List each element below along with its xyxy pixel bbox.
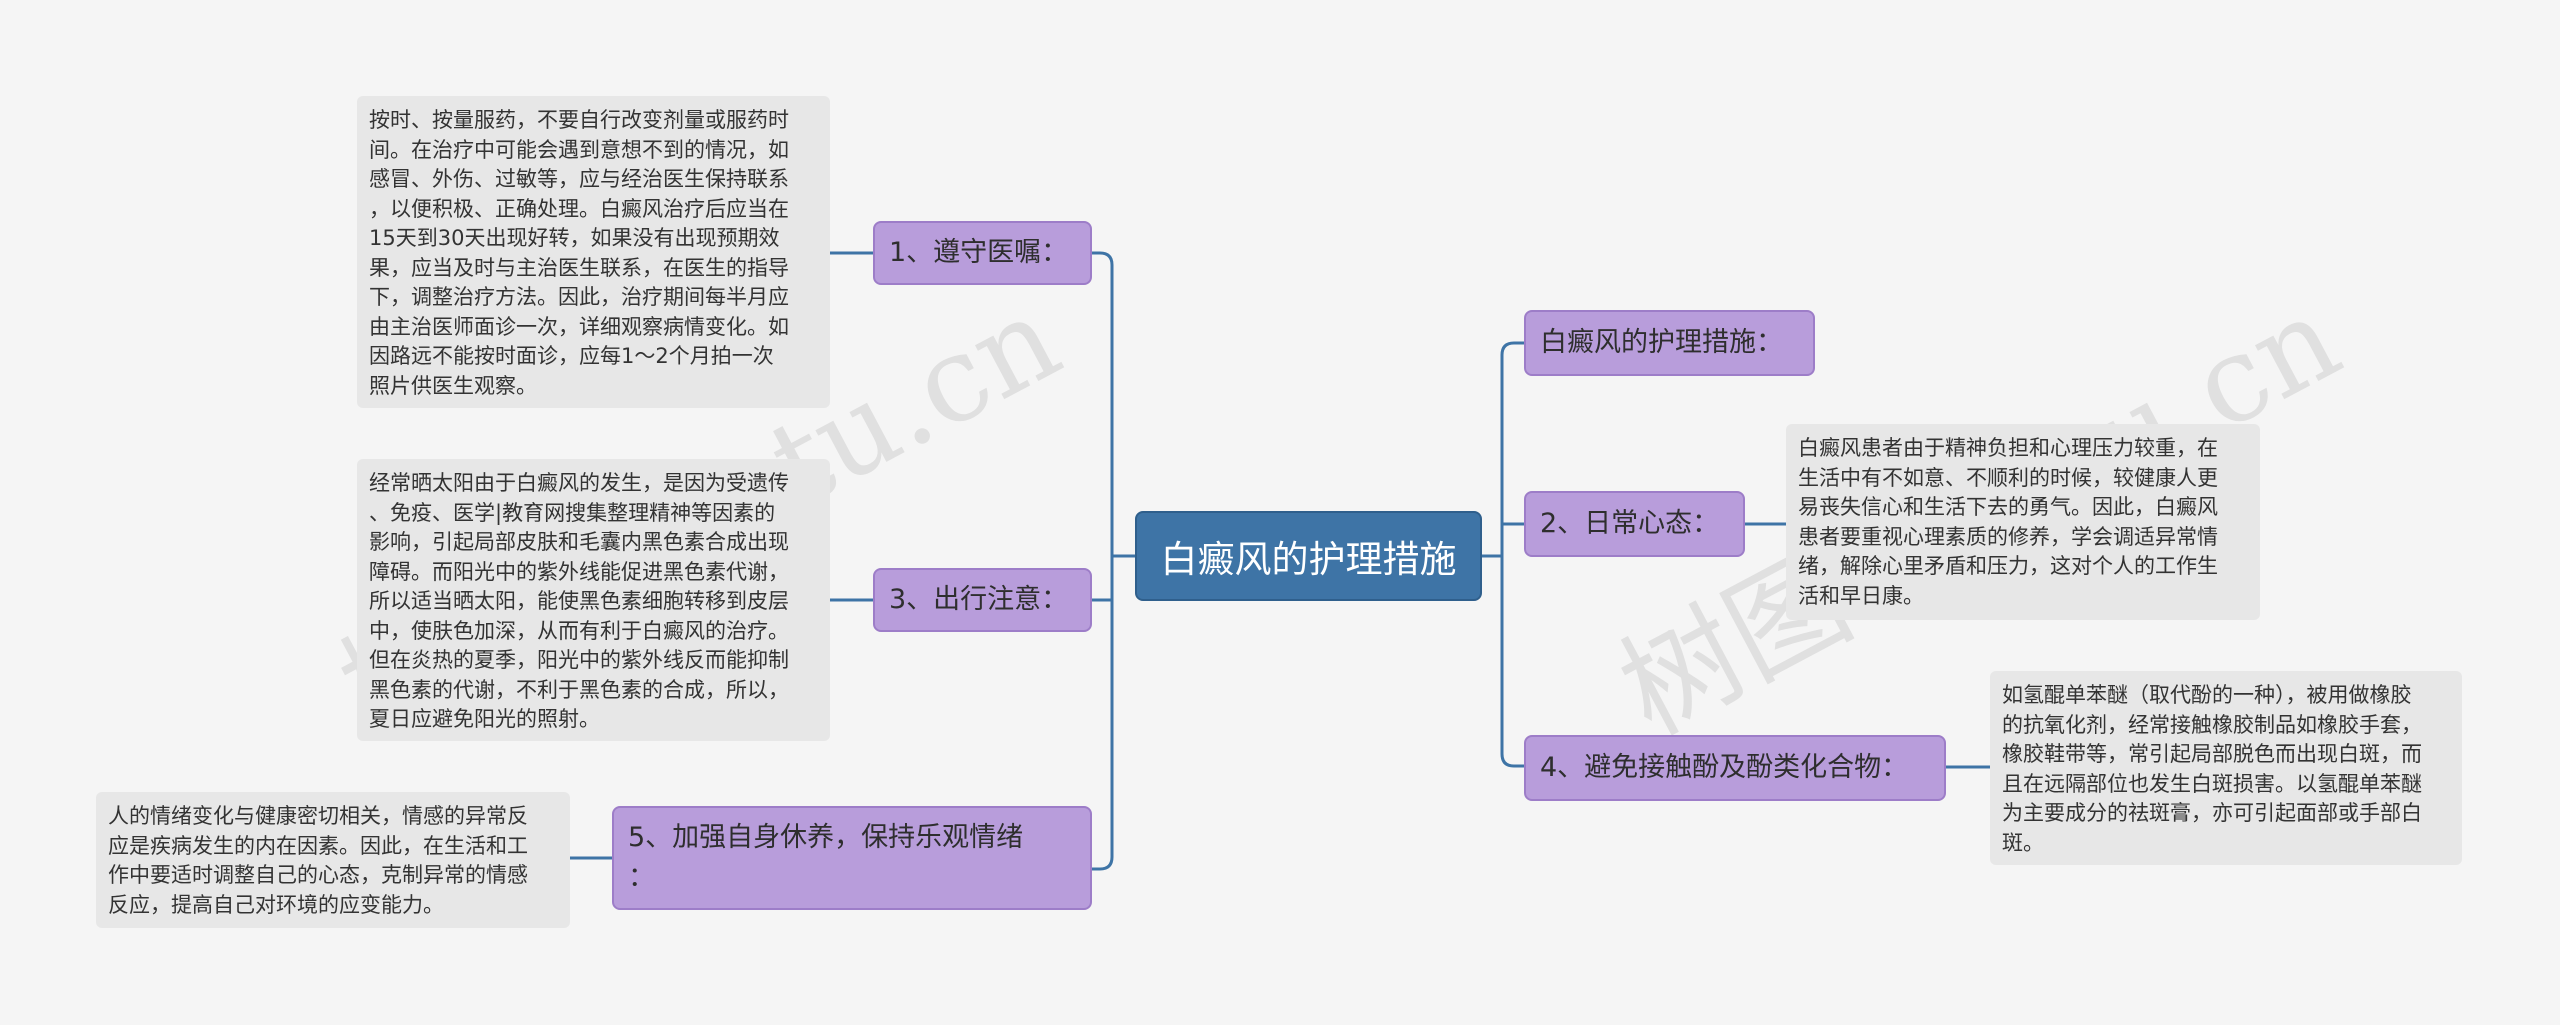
branch-daily-mindset[interactable]: 2、日常心态： <box>1524 491 1745 557</box>
leaf-travel-notes: 经常晒太阳由于白癜风的发生，是因为受遗传 、免疫、医学|教育网搜集整理精神等因素… <box>357 459 830 741</box>
branch-travel-notes[interactable]: 3、出行注意： <box>873 568 1092 632</box>
leaf-avoid-phenol: 如氢醌单苯醚（取代酚的一种），被用做橡胶 的抗氧化剂，经常接触橡胶制品如橡胶手套… <box>1990 671 2462 865</box>
branch-follow-doctor[interactable]: 1、遵守医嘱： <box>873 221 1092 285</box>
leaf-follow-doctor: 按时、按量服药，不要自行改变剂量或服药时 间。在治疗中可能会遇到意想不到的情况，… <box>357 96 830 408</box>
root-node[interactable]: 白癜风的护理措施 <box>1135 511 1482 601</box>
leaf-rest-optimism: 人的情绪变化与健康密切相关，情感的异常反 应是疾病发生的内在因素。因此，在生活和… <box>96 792 570 928</box>
leaf-daily-mindset: 白癜风患者由于精神负担和心理压力较重，在 生活中有不如意、不顺利的时候，较健康人… <box>1786 424 2260 620</box>
branch-care-measures[interactable]: 白癜风的护理措施： <box>1524 310 1815 376</box>
branch-avoid-phenol[interactable]: 4、避免接触酚及酚类化合物： <box>1524 735 1946 801</box>
branch-rest-optimism[interactable]: 5、加强自身休养，保持乐观情绪 ： <box>612 806 1092 910</box>
